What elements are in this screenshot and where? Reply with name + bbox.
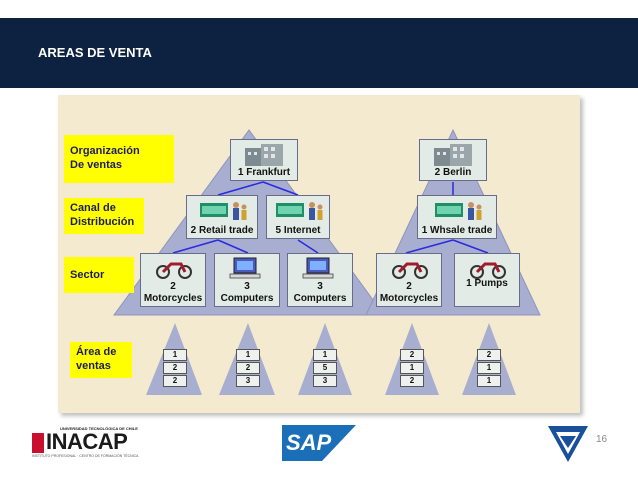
area-cell: 1 <box>313 349 337 361</box>
area-cell: 2 <box>163 362 187 374</box>
motorcycle-icon <box>156 262 192 279</box>
sector-node-motorcycles-2: 2 Motorcycles <box>376 253 442 307</box>
channel-name: Retail trade <box>198 225 254 236</box>
sap-wordmark: SAP <box>286 430 332 455</box>
channel-node-retail-trade: 2 Retail trade <box>186 195 258 239</box>
label-sector-text: Sector <box>70 269 105 281</box>
sap-logo: SAP <box>282 425 356 461</box>
area-cell: 1 <box>477 375 501 387</box>
slide-title: AREAS DE VENTA <box>38 45 152 60</box>
connector-lines <box>172 181 489 254</box>
shop-icon <box>435 202 482 220</box>
sector-number: 2 <box>170 281 176 292</box>
shop-icon <box>200 202 247 220</box>
sap-logo-shape <box>282 425 356 461</box>
area-cell: 1 <box>400 362 424 374</box>
channel-name: Internet <box>283 225 321 236</box>
channel-number: 5 <box>275 225 282 236</box>
shop-icon <box>276 202 323 220</box>
sector-name: Motorcycles <box>379 293 439 304</box>
channel-number: 1 <box>421 225 428 236</box>
computer-icon <box>229 257 261 279</box>
org-name: Berlin <box>443 167 472 178</box>
area-cell: 2 <box>400 375 424 387</box>
sector-number: 3 <box>244 281 250 292</box>
area-cell: 5 <box>313 362 337 374</box>
area-cell: 1 <box>163 349 187 361</box>
area-cell: 3 <box>313 375 337 387</box>
pump-icon <box>470 262 506 279</box>
slide-header: AREAS DE VENTA <box>0 18 638 88</box>
sector-number: 1 <box>466 278 472 289</box>
sector-number: 2 <box>406 281 412 292</box>
area-cell: 2 <box>236 362 260 374</box>
area-cell: 1 <box>477 362 501 374</box>
org-name: Frankfurt <box>246 167 291 178</box>
label-org-line2: De ventas <box>70 159 122 171</box>
sector-name: Pumps <box>474 278 508 289</box>
org-node-frankfurt: 1 Frankfurt <box>230 139 298 181</box>
label-area-line1: Área de <box>76 346 117 358</box>
sector-number: 3 <box>317 281 323 292</box>
label-area-line2: ventas <box>76 360 111 372</box>
label-canal-line1: Canal de <box>70 202 116 214</box>
sector-node-motorcycles-1: 2 Motorcycles <box>140 253 206 307</box>
inacap-tagline-top: UNIVERSIDAD TECNOLÓGICA DE CHILE <box>60 426 138 431</box>
sector-name: Computers <box>220 293 274 304</box>
label-sales-organization: Organización De ventas <box>64 135 174 183</box>
inacap-logo: UNIVERSIDAD TECNOLÓGICA DE CHILE INACAP … <box>32 425 142 461</box>
area-cell: 2 <box>400 349 424 361</box>
sector-name: Motorcycles <box>143 293 203 304</box>
inacap-tagline-bottom: INSTITUTO PROFESIONAL · CENTRO DE FORMAC… <box>32 454 139 458</box>
inacap-logo-mark <box>32 433 44 453</box>
label-sector: Sector <box>64 257 134 293</box>
label-canal-line2: Distribución <box>70 216 135 228</box>
building-icon <box>434 144 472 166</box>
area-cell: 2 <box>477 349 501 361</box>
area-cell: 2 <box>163 375 187 387</box>
area-cell: 3 <box>236 375 260 387</box>
motorcycle-icon <box>392 262 428 279</box>
org-node-berlin: 2 Berlin <box>419 139 487 181</box>
channel-name: Whsale trade <box>430 225 493 236</box>
page-number: 16 <box>596 434 608 445</box>
emblem-icon <box>548 426 588 462</box>
label-distribution-channel: Canal de Distribución <box>64 198 144 234</box>
sector-node-computers-1: 3 Computers <box>214 253 280 307</box>
channel-number: 2 <box>190 225 197 236</box>
label-sales-area: Área de ventas <box>70 342 132 378</box>
inacap-wordmark: INACAP <box>46 429 128 454</box>
diagram-panel: Organización De ventas Canal de Distribu… <box>58 95 580 413</box>
sector-name: Computers <box>293 293 347 304</box>
sector-node-computers-2: 3 Computers <box>287 253 353 307</box>
area-cell: 1 <box>236 349 260 361</box>
computer-icon <box>302 257 334 279</box>
university-emblem <box>546 422 590 466</box>
sector-node-pumps: 1 Pumps <box>454 253 520 307</box>
org-number: 1 <box>237 167 244 178</box>
channel-node-internet: 5 Internet <box>266 195 330 239</box>
org-number: 2 <box>434 167 441 178</box>
label-org-line1: Organización <box>70 145 140 157</box>
channel-node-whsale-trade: 1 Whsale trade <box>417 195 497 239</box>
building-icon <box>245 144 283 166</box>
